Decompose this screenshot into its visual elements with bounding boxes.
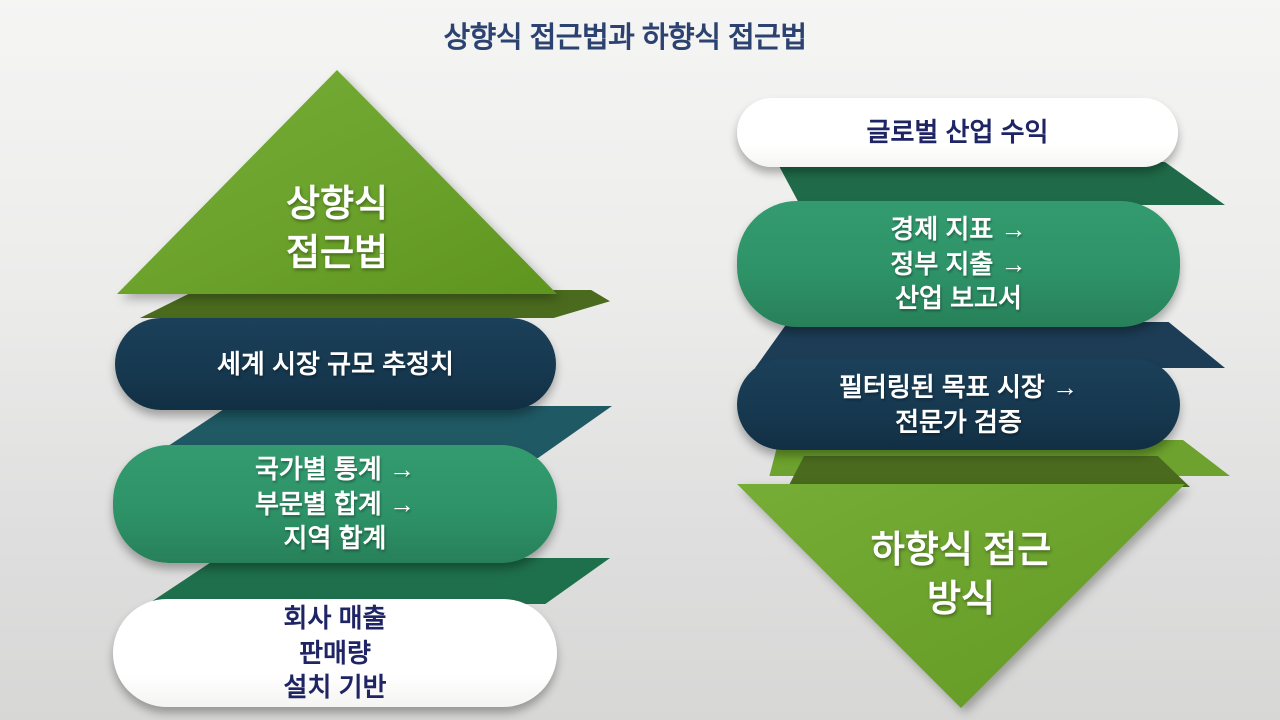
pill-filtered-target-market-validation: 필터링된 목표 시장 → 전문가 검증 [737,359,1180,450]
pill-economic-indicators-reports: 경제 지표 → 정부 지출 → 산업 보고서 [737,201,1180,327]
pill-text-line: 회사 매출 [283,602,387,633]
top-down-triangle: 하향식 접근 방식 [737,484,1185,708]
triangle-up-shape: 상향식 접근법 [117,70,557,294]
bottom-up-triangle: 상향식 접근법 [117,70,557,294]
triangle-label-line: 상향식 [285,183,389,225]
pill-text-line: 설치 기반 [283,672,387,703]
pill-text-line: 세계 시장 규모 추정치 [217,348,454,379]
pill-country-stats-aggregation: 국가별 통계 → 부문별 합계 → 지역 합계 [113,445,557,563]
triangle-label-line: 접근법 [285,232,389,274]
ribbon-fold-darkemerald-right [776,162,1225,205]
pill-text-line: 국가별 통계 → [254,453,416,484]
triangle-down-shape: 하향식 접근 방식 [737,484,1185,708]
triangle-label-line: 하향식 접근 [870,529,1052,570]
pill-text-line: 부문별 합계 → [254,488,416,519]
pill-text-line: 전문가 검증 [895,406,1022,437]
pill-text-line: 지역 합계 [283,523,387,554]
pill-text-line: 글로벌 산업 수익 [866,117,1049,148]
ribbon-fold-olive-right [788,456,1190,487]
triangle-label-line: 방식 [926,577,996,619]
pill-text-line: 필터링된 목표 시장 → [838,371,1079,402]
pill-world-market-size-estimate: 세계 시장 규모 추정치 [115,318,556,410]
pill-text-line: 경제 지표 → [890,213,1027,244]
ribbon-fold-darkgreen-left [148,558,610,604]
pill-text-line: 산업 보고서 [895,283,1022,314]
bottom-up-triangle-label: 상향식 접근법 [117,180,557,278]
pill-global-industry-revenue: 글로벌 산업 수익 [737,98,1178,167]
pill-company-revenue-installed-base: 회사 매출 판매량 설치 기반 [113,599,557,707]
top-down-triangle-label: 하향식 접근 방식 [737,526,1185,624]
pill-text-line: 판매량 [299,637,371,668]
page-title: 상향식 접근법과 하향식 접근법 [443,22,807,54]
pill-text-line: 정부 지출 → [890,248,1027,279]
ribbon-fold-olive-left [140,290,610,318]
